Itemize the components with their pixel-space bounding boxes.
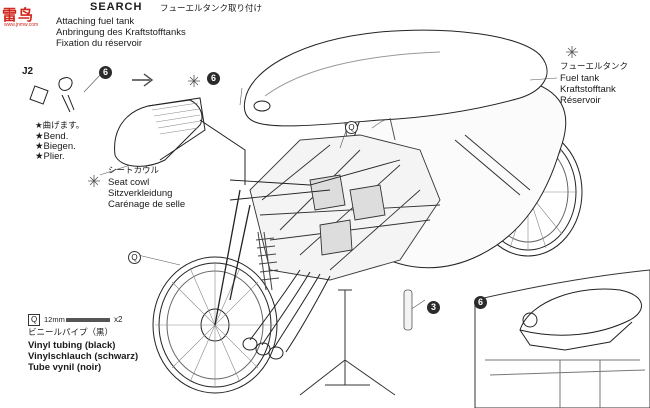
tubing-length: 12mm [44, 315, 65, 324]
callout-q-rear: Q [128, 251, 141, 264]
grease-icon [88, 46, 578, 331]
step-title-fr: Fixation du réservoir [56, 38, 143, 49]
arrow-right-icon [132, 73, 154, 87]
tubing-part-label: Q [28, 314, 41, 326]
frame-engine [214, 134, 441, 326]
watermark-text: 雷鸟 [2, 5, 35, 24]
step-title-en: Attaching fuel tank [56, 16, 135, 27]
fuel-tank-en: Fuel tank [560, 73, 600, 84]
j2-part-drawing [29, 77, 75, 113]
bend-note-en: ★Bend. [35, 131, 69, 142]
tubing-sample [66, 318, 110, 322]
tubing-jp: ビニールパイプ（黒） [28, 328, 114, 338]
seat-cowl-de: Sitzverkleidung [108, 188, 173, 199]
header-title: SEARCH [90, 1, 143, 13]
seat-cowl-drawing [114, 97, 246, 185]
tubing-fr: Tube vynil (noir) [28, 362, 102, 373]
exhaust-pipes [242, 269, 331, 360]
callout-3: 3 [427, 301, 440, 314]
step-title-de: Anbringung des Kraftstofftanks [56, 27, 186, 38]
watermark-logo: 雷鸟 [2, 2, 34, 26]
callout-6-inset: 6 [474, 296, 487, 309]
bend-note-de: ★Biegen. [35, 141, 76, 152]
watermark-subtext: www.jnmw.com [4, 22, 39, 28]
tubing-de: Vinylschlauch (schwarz) [28, 351, 139, 362]
paddock-stand [299, 289, 396, 396]
seat-cowl-fr: Carénage de selle [108, 199, 186, 210]
callout-6-upper: 6 [207, 72, 220, 85]
seat-cowl-jp: シートカウル [108, 166, 160, 176]
fuel-tank-de: Kraftstofftank [560, 84, 616, 95]
front-fork [454, 134, 531, 196]
fuel-tank-jp: フューエルタンク [560, 62, 629, 72]
callout-6-j2: 6 [99, 66, 112, 79]
seat-cowl-en: Seat cowl [108, 177, 150, 188]
callout-q-tank: Q [345, 121, 358, 134]
inset-detail [474, 269, 650, 408]
bend-note-fr: ★Plier. [35, 151, 65, 162]
fuel-tank-fr: Réservoir [560, 95, 601, 106]
part-j2-label: J2 [22, 66, 34, 77]
bend-note-jp: ★曲げます。 [35, 121, 85, 131]
tubing-qty: x2 [114, 315, 123, 324]
tubing-en: Vinyl tubing (black) [28, 340, 116, 351]
header-title-jp: フューエルタンク取り付け [160, 4, 263, 14]
rear-shock [255, 231, 280, 291]
